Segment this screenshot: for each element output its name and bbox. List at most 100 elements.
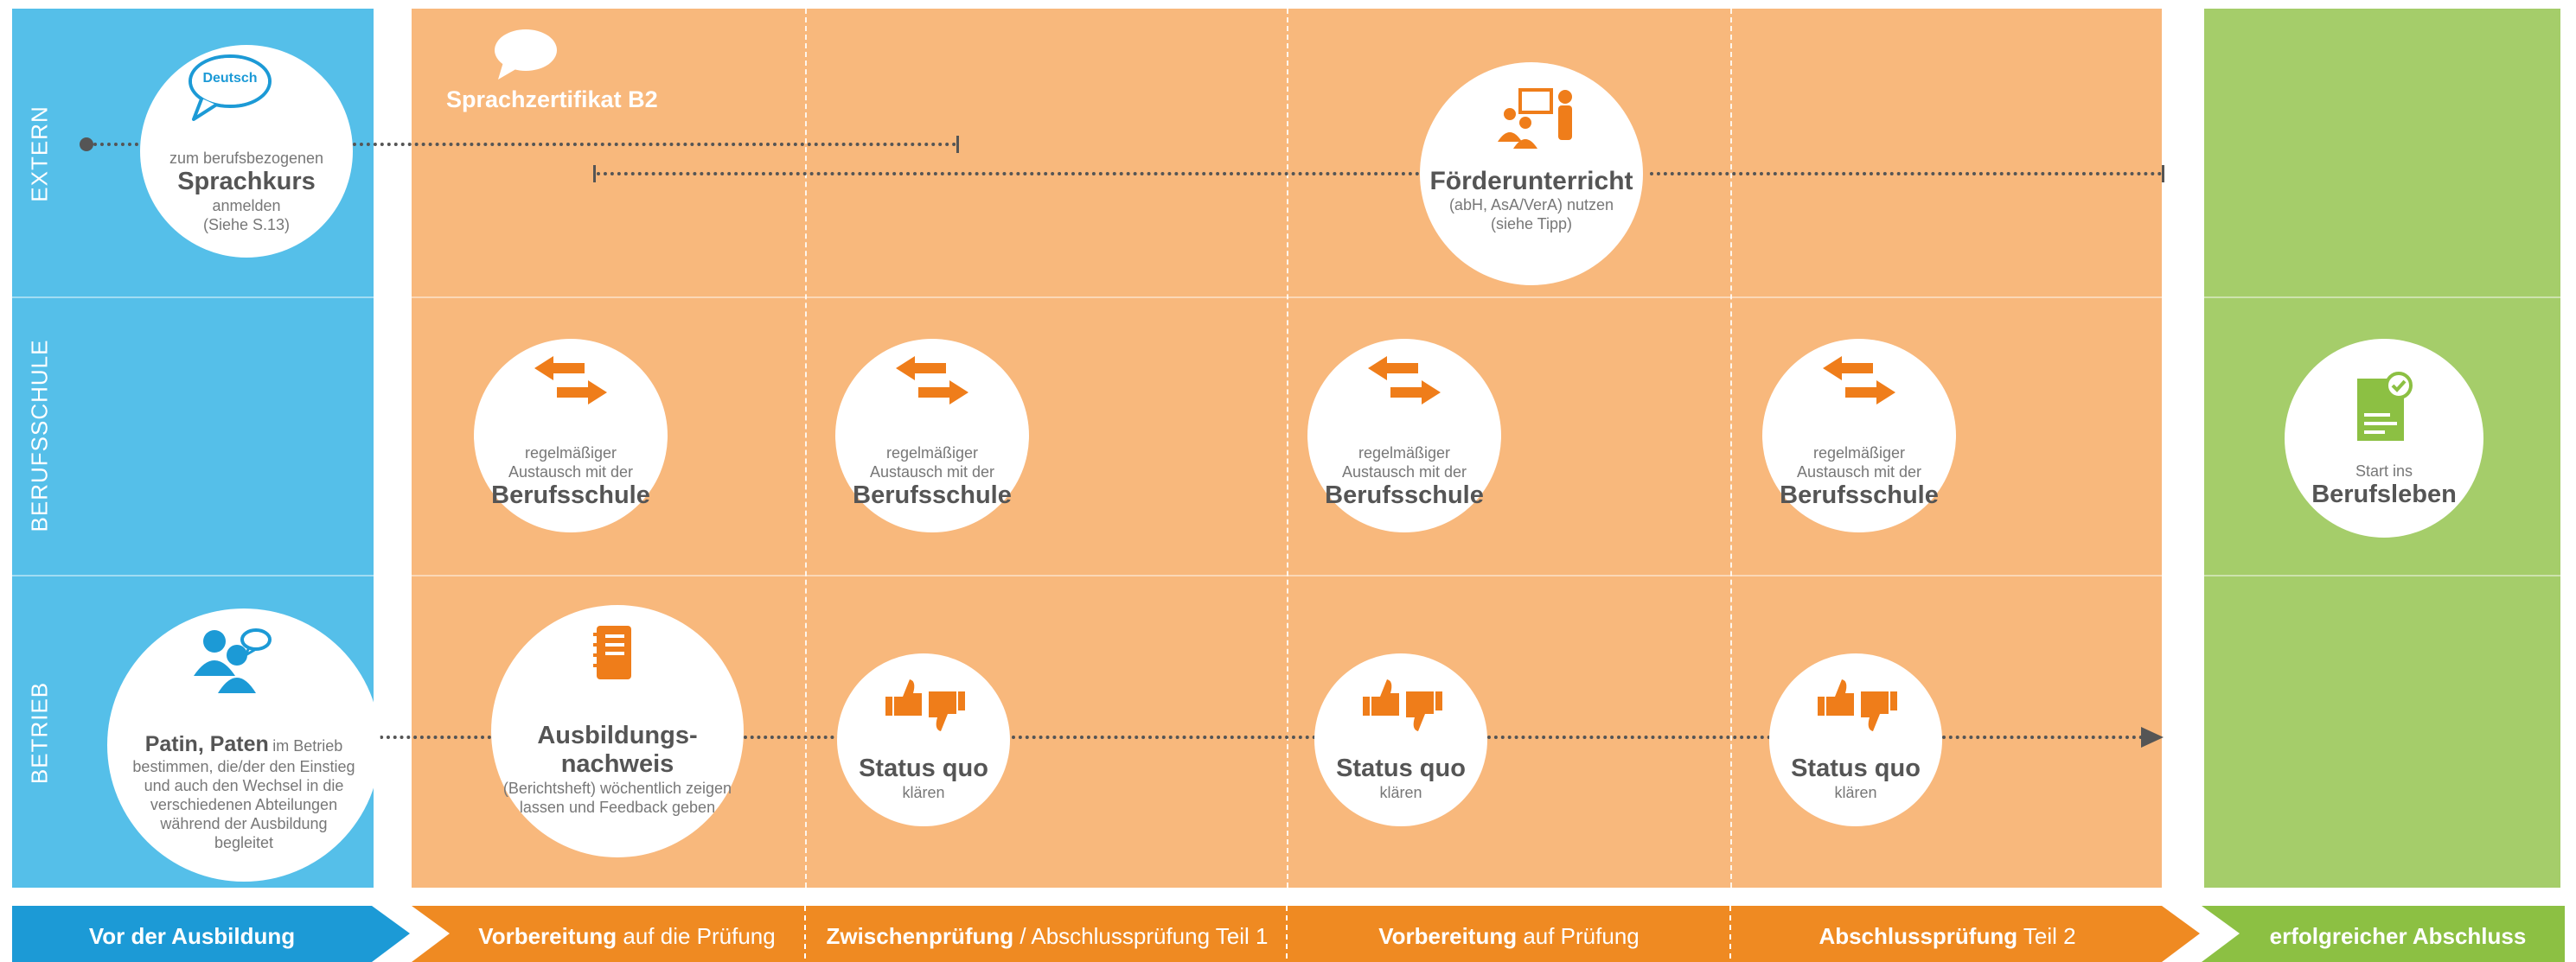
exchange-arrows-icon (896, 356, 968, 405)
teacher-icon (1498, 88, 1572, 149)
certificate-bubble-icon (495, 29, 557, 80)
phase-arrow-2 (412, 906, 2200, 962)
paten-line4: verschiedenen Abteilungen (150, 795, 338, 813)
thumbs-up-down-icon (1818, 679, 1897, 731)
paten-line2: bestimmen, die/der den Einstieg (132, 757, 355, 775)
berufsleben-title: Berufsleben (2311, 480, 2457, 508)
sprachkurs-line2: anmelden (212, 196, 281, 214)
status-1-title: Status quo (859, 754, 988, 782)
paten-title-row: Patin, Paten im Betrieb (145, 732, 343, 757)
phase-label-3: Zwischenprüfung / Abschlussprüfung Teil … (808, 923, 1287, 950)
phase-label-5: Abschlussprüfung Teil 2 (1733, 923, 2162, 950)
phase-4-rest: auf Prüfung (1517, 923, 1640, 949)
paten-line5: während der Ausbildung (160, 814, 328, 832)
status-2-line1: klären (1379, 783, 1422, 801)
paten-line6: begleitet (214, 833, 274, 851)
status-1-line1: klären (902, 783, 945, 801)
phase-label-6: erfolgreicher Abschluss (2231, 923, 2565, 950)
status-quo-circle-2: Status quo klären (1314, 653, 1487, 826)
phase-4-bold: Vorbereitung (1378, 923, 1518, 949)
betrieb-line-2 (744, 736, 847, 739)
austausch-2-line1: regelmäßiger (885, 443, 979, 462)
exchange-arrows-icon (1823, 356, 1895, 405)
foerder-line-left (597, 172, 1427, 175)
sprachkurs-line-end (956, 136, 959, 153)
foerder-title: Förderunterricht (1429, 166, 1633, 195)
foerder-line2: (siehe Tipp) (1490, 214, 1573, 233)
status-3-title: Status quo (1791, 754, 1921, 782)
phase-5-bold: Abschlussprüfung (1819, 923, 2018, 949)
status-quo-circle-3: Status quo klären (1769, 653, 1942, 826)
phase-label-4: Vorbereitung auf Prüfung (1288, 923, 1729, 950)
sprachzertifikat-label: Sprachzertifikat B2 (446, 86, 658, 112)
phase-arrow-3 (2202, 906, 2565, 962)
austausch-3-line1: regelmäßiger (1358, 443, 1451, 462)
betrieb-line-1 (353, 736, 491, 739)
foerder-line-end (2162, 165, 2164, 182)
status-3-line1: klären (1834, 783, 1877, 801)
row-label-extern: EXTERN (26, 105, 53, 202)
speech-bubble-text: Deutsch (202, 71, 258, 86)
phase-6-bold: erfolgreicher Abschluss (2269, 923, 2527, 949)
phase-3-bold: Zwischenprüfung (826, 923, 1014, 949)
nachweis-line1: (Berichtsheft) wöchentlich zeigen (502, 780, 732, 797)
thumbs-up-down-icon (1363, 679, 1442, 731)
foerder-line1: (abH, AsA/VerA) nutzen (1448, 195, 1614, 213)
phase-1-bold: Vor der Ausbildung (88, 923, 296, 949)
exchange-arrows-icon (534, 356, 607, 405)
paten-line3: und auch den Wechsel in die (144, 776, 344, 794)
austausch-3-title: Berufsschule (1325, 481, 1484, 509)
phase-5-rest: Teil 2 (2017, 923, 2076, 949)
sprachkurs-line-left (93, 143, 145, 146)
speech-bubble-icon (189, 54, 272, 121)
austausch-4-title: Berufsschule (1780, 481, 1939, 509)
row-label-berufsschule: BERUFSSCHULE (26, 339, 53, 532)
austausch-2-line2: Austausch mit der (869, 462, 995, 481)
notebook-icon (593, 626, 631, 679)
phase-arrow-bar (12, 906, 2565, 962)
foerder-line-start (593, 165, 596, 182)
row-label-betrieb: BETRIEB (26, 681, 53, 785)
phase-divider-3 (1730, 9, 1732, 888)
betrieb-line-5 (1942, 736, 2143, 739)
nachweis-line2: lassen und Feedback geben (519, 799, 716, 816)
berufsleben-line1: Start ins (2355, 462, 2413, 480)
phase-label-1: Vor der Ausbildung (12, 923, 372, 950)
phase-3-rest: / Abschlussprüfung Teil 1 (1013, 923, 1269, 949)
exchange-arrows-icon (1368, 356, 1441, 405)
austausch-3-line2: Austausch mit der (1341, 462, 1467, 481)
thumbs-up-down-icon (885, 679, 965, 731)
timeline-start-dot (80, 137, 93, 151)
row-separator-bottom (12, 575, 2560, 577)
phase-2-rest: auf die Prüfung (617, 923, 776, 949)
betrieb-line-3 (1012, 736, 1323, 739)
phase-label-2: Vorbereitung auf die Prüfung (450, 923, 804, 950)
betrieb-line-4 (1487, 736, 1778, 739)
austausch-4-line2: Austausch mit der (1796, 462, 1922, 481)
nachweis-title2: nachweis (560, 750, 674, 778)
austausch-1-title: Berufsschule (491, 481, 650, 509)
mentors-icon (194, 628, 272, 693)
sprachkurs-line1: zum berufsbezogenen (169, 149, 324, 167)
sprachkurs-line-right (346, 143, 956, 146)
austausch-2-title: Berufsschule (853, 481, 1012, 509)
phase-divider-1 (805, 9, 807, 888)
paten-text-after: im Betrieb (272, 736, 343, 755)
certificate-document-icon (2357, 372, 2413, 441)
sprachkurs-line3: (Siehe S.13) (202, 215, 291, 233)
austausch-4-line1: regelmäßiger (1812, 443, 1906, 462)
nachweis-title1: Ausbildungs- (537, 722, 698, 749)
betrieb-line-arrow-icon (2141, 727, 2164, 748)
sprachkurs-title: Sprachkurs (177, 167, 316, 195)
phase-divider-2 (1287, 9, 1288, 888)
austausch-1-line1: regelmäßiger (524, 443, 617, 462)
status-2-title: Status quo (1336, 754, 1466, 782)
row-separator-top (12, 296, 2560, 298)
paten-title: Patin, Paten (144, 731, 269, 756)
status-quo-circle-1: Status quo klären (837, 653, 1010, 826)
foerder-line-right (1650, 172, 2162, 175)
phase-arrow-1 (12, 906, 410, 962)
phase-2-bold: Vorbereitung (478, 923, 617, 949)
austausch-circle-2: regelmäßiger Austausch mit der Berufssch… (835, 339, 1029, 532)
austausch-1-line2: Austausch mit der (508, 462, 634, 481)
